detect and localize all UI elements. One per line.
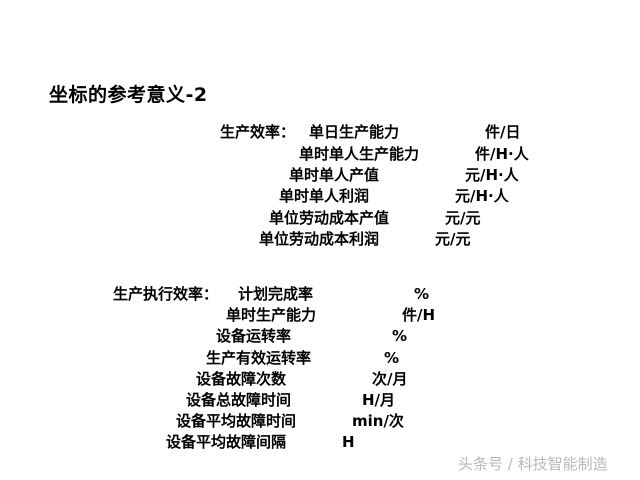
metric-unit: 次/月 xyxy=(372,370,408,388)
metric-label: 单位劳动成本产值 xyxy=(269,209,390,227)
metric-label: 生产有效运转率 xyxy=(206,349,312,367)
production-efficiency-heading: 生产效率： xyxy=(220,123,296,141)
metric-label: 设备故障次数 xyxy=(196,370,287,388)
metric-label: 单日生产能力 xyxy=(309,123,400,141)
slide-title: 坐标的参考意义-2 xyxy=(49,84,208,106)
metric-unit: H xyxy=(342,433,355,451)
metric-label: 设备平均故障间隔 xyxy=(166,433,287,451)
execution-efficiency-heading: 生产执行效率： xyxy=(113,285,219,303)
metric-unit: 元/H·人 xyxy=(455,187,509,205)
metric-unit: 元/元 xyxy=(445,209,481,227)
metric-label: 设备平均故障时间 xyxy=(176,412,297,430)
metric-label: 单时单人生产能力 xyxy=(299,145,420,163)
metric-unit: 件/H·人 xyxy=(475,145,529,163)
metric-unit: 件/日 xyxy=(485,123,521,141)
metric-label: 单时单人利润 xyxy=(279,187,370,205)
metric-label: 计划完成率 xyxy=(238,285,314,303)
metric-unit: 元/元 xyxy=(435,230,471,248)
metric-unit: % xyxy=(384,349,400,367)
metric-unit: 元/H·人 xyxy=(465,166,519,184)
metric-label: 单时生产能力 xyxy=(226,306,317,324)
metric-unit: % xyxy=(392,327,408,345)
metric-label: 设备总故障时间 xyxy=(186,391,292,409)
metric-unit: H/月 xyxy=(362,391,396,409)
metric-unit: min/次 xyxy=(352,412,404,430)
metric-label: 单位劳动成本利润 xyxy=(259,230,380,248)
metric-unit: % xyxy=(414,285,430,303)
metric-label: 单时单人产值 xyxy=(289,166,380,184)
metric-unit: 件/H xyxy=(402,306,436,324)
metric-label: 设备运转率 xyxy=(216,327,292,345)
watermark: 头条号 / 科技智能制造 xyxy=(458,455,608,473)
